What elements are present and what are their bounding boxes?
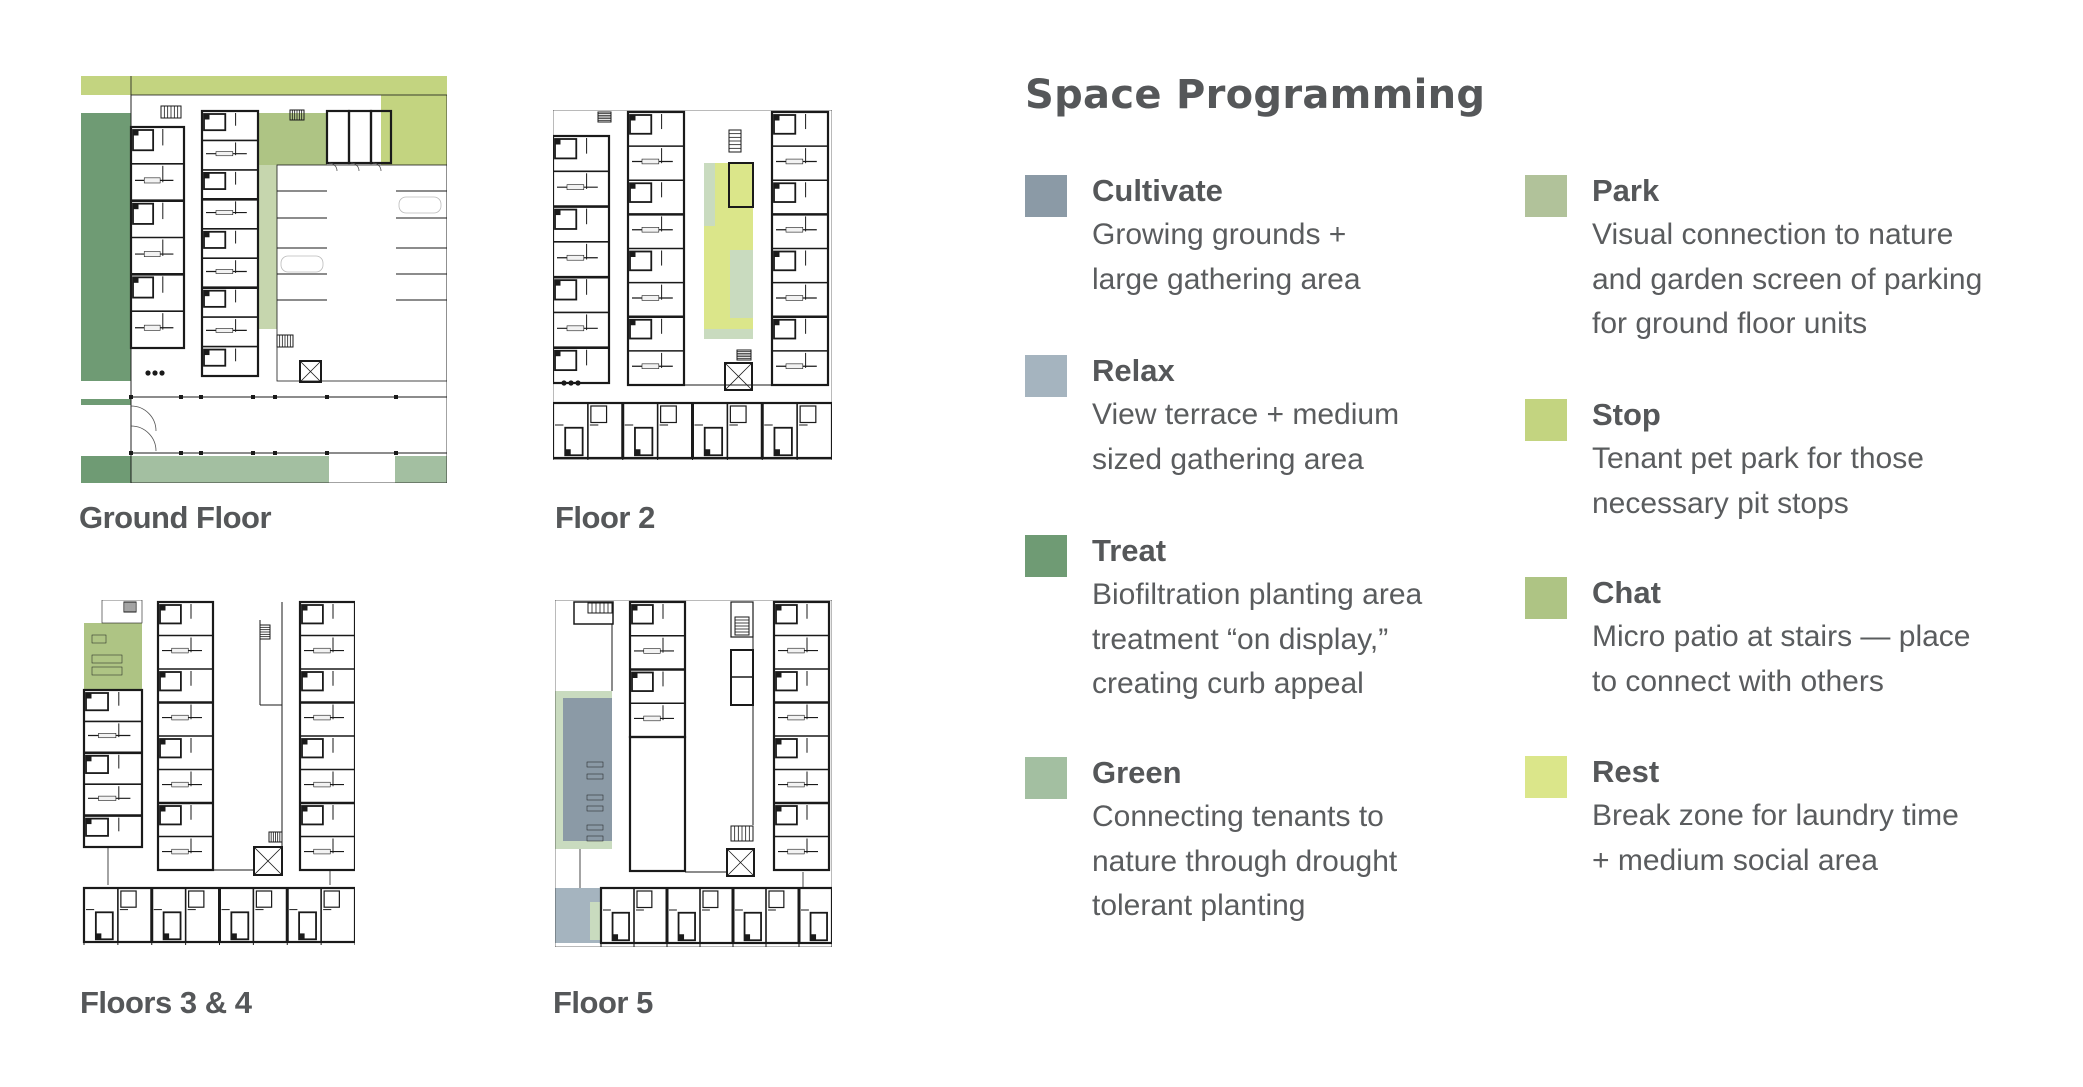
zone-green [395,456,447,483]
walls [129,76,447,483]
zone-treat [81,113,131,381]
legend-item-description: Micro patio at stairs — place to connect… [1592,620,1971,698]
zone-treat [81,456,131,483]
legend-item-name: Relax [1092,353,1175,388]
program-zones [81,76,447,483]
floor-plan-floor-2 [553,110,832,460]
legend-item-name: Rest [1592,754,1660,789]
legend-item-name: Stop [1592,397,1661,432]
zone-cultivate [563,698,612,841]
floor-plan-drawing [555,600,832,947]
floor-plan-drawing [82,600,355,945]
zone-park [257,165,277,329]
legend-item-name: Cultivate [1092,173,1223,208]
legend-item-name: Park [1592,173,1660,208]
floor-plan-floors-3-4 [82,600,355,945]
walls [553,110,832,460]
swatch-chat [1525,577,1567,619]
swatch-relax [1025,355,1067,397]
plan-label-floor-2: Floor 2 [555,500,655,535]
floor-plan-drawing [81,76,447,483]
legend-item-description: Connecting tenants to nature through dro… [1092,800,1398,922]
swatch-park [1525,175,1567,217]
walls [555,600,832,947]
zone-green [131,456,329,483]
swatch-green [1025,757,1067,799]
zone-green [704,329,753,339]
legend-item-description: Biofiltration planting area treatment “o… [1092,578,1423,700]
floor-plan-drawing [553,110,832,460]
zone-chat [84,623,142,690]
plan-label-floor-5: Floor 5 [553,985,653,1020]
legend-item-name: Treat [1092,533,1167,568]
zone-green [590,902,601,940]
swatch-cultivate [1025,175,1067,217]
floor-plan-ground-floor [81,76,447,483]
zone-chat [257,113,327,165]
plan-label-ground-floor: Ground Floor [79,500,272,535]
legend-item-description: Visual connection to nature and garden s… [1592,218,1983,340]
legend-item-description: Tenant pet park for those necessary pit … [1592,442,1924,520]
legend-item-description: Break zone for laundry time + medium soc… [1592,799,1959,877]
swatch-stop [1525,399,1567,441]
zone-green [704,163,715,226]
legend-item-description: View terrace + medium sized gathering ar… [1092,398,1400,476]
program-zones [84,623,142,690]
swatch-rest [1525,756,1567,798]
swatch-treat [1025,535,1067,577]
plan-label-floors-3-4: Floors 3 & 4 [80,985,252,1020]
legend-item-name: Green [1092,755,1182,790]
walls [82,600,355,945]
zone-treat [81,399,131,405]
legend-item-description: Growing grounds + large gathering area [1092,218,1361,296]
program-zones [555,691,612,943]
legend-title: Space Programming [1025,72,1486,118]
zone-stop [81,76,447,95]
zone-green [730,250,753,318]
floor-plan-floor-5 [555,600,832,947]
legend-item-name: Chat [1592,575,1661,610]
